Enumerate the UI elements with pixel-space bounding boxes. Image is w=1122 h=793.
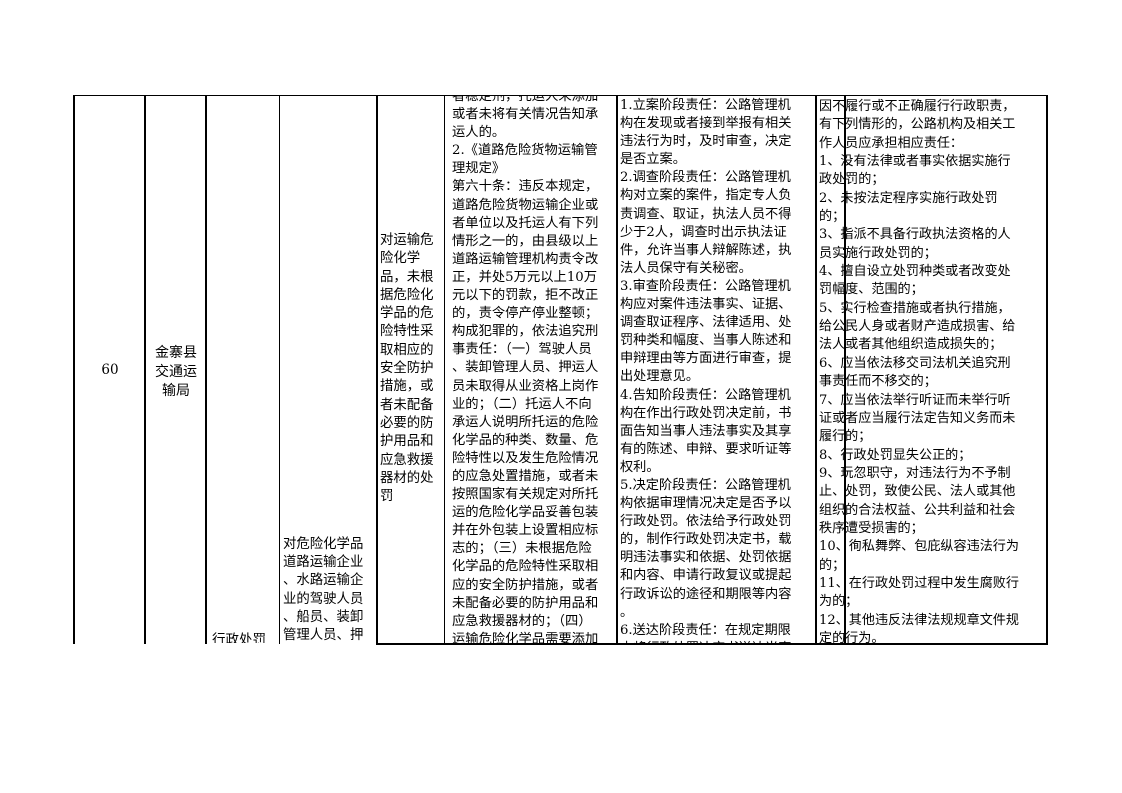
legal-basis-cell: 者稳定剂，托运人未添加 或者未将有关情况告知承 运人的。 2.《道路危险货物运输… <box>446 96 617 644</box>
item-name-cell: 对危险化学品 道路运输企业 、水路运输企 业的驾驶人员 、船员、装卸 管理人员、… <box>281 96 376 645</box>
responsibility-cell: 1.立案阶段责任：公路管理机 构在发现或者接到举报有相关 违法行为时，及时审查，… <box>618 96 815 644</box>
table-top-border <box>73 95 845 96</box>
col-border-0 <box>73 95 75 644</box>
col-border-8 <box>844 95 846 644</box>
accountability-text: 因不履行或不正确履行行政职责， 有下列情形的，公路机构及相关工 作人员应承担相应… <box>819 99 1019 644</box>
table-bottom-border-right <box>376 643 846 645</box>
table-right-border <box>1046 95 1048 644</box>
col-border-3 <box>279 95 280 644</box>
col-border-4 <box>376 95 378 644</box>
col-border-6 <box>616 95 618 644</box>
category-cell: 行政处罚 <box>207 96 279 643</box>
department-cell: 金寨县 交通运 输局 <box>155 345 197 399</box>
item-name-text: 对危险化学品 道路运输企业 、水路运输企 业的驾驶人员 、船员、装卸 管理人员、… <box>283 537 364 644</box>
table-top-border-right <box>844 95 1048 96</box>
accountability-cell: 因不履行或不正确履行行政职责， 有下列情形的，公路机构及相关工 作人员应承担相应… <box>817 96 1047 644</box>
category-text: 行政处罚 <box>212 632 266 643</box>
sub-item-cell: 对运输危 险化学 品，未根 据危险化 学品的危 险特性采 取相应的 安全防护 措… <box>380 233 434 505</box>
col-border-7 <box>815 95 817 644</box>
table-bottom-border-far-right <box>844 643 1048 645</box>
col-border-1 <box>144 95 146 644</box>
col-border-2 <box>205 95 207 644</box>
row-number: 60 <box>101 362 119 378</box>
responsibility-text: 1.立案阶段责任：公路管理机 构在发现或者接到举报有相关 违法行为时，及时审查，… <box>620 98 792 644</box>
col-border-5 <box>444 95 445 644</box>
legal-basis-text: 者稳定剂，托运人未添加 或者未将有关情况告知承 运人的。 2.《道路危险货物运输… <box>452 96 599 644</box>
